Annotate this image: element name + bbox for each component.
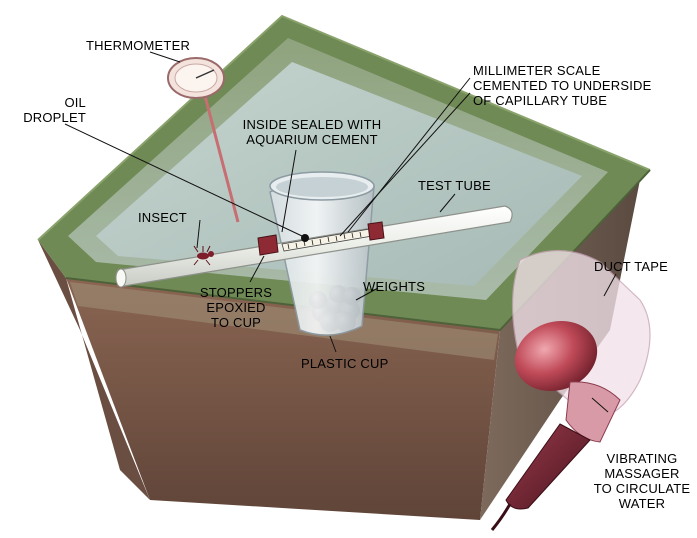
thermometer-needle — [195, 69, 215, 79]
leader-plastic-cup — [329, 335, 337, 353]
tank-left-wall — [38, 240, 150, 500]
label-millimeter-scale: MILLIMETER SCALE CEMENTED TO UNDERSIDE O… — [473, 63, 652, 108]
label-vibrating-line2: MASSAGER — [604, 466, 680, 481]
label-oil-droplet: OIL DROPLET — [22, 95, 86, 125]
stopper-left — [257, 234, 279, 256]
label-weights: WEIGHTS — [363, 279, 426, 294]
leader-insect — [196, 219, 201, 249]
rim-highlight — [37, 14, 651, 241]
leader-weights — [355, 287, 379, 301]
label-inside-sealed-line1: INSIDE SEALED WITH — [242, 117, 382, 132]
label-test-tube: TEST TUBE — [418, 178, 491, 193]
label-vibrating-massager: VIBRATING MASSAGER TO CIRCULATE WATER — [590, 451, 694, 511]
label-oil-droplet-line1: OIL — [64, 95, 86, 110]
massager-cord — [490, 503, 512, 531]
label-vibrating-line3: TO CIRCULATE — [593, 481, 691, 496]
leader-duct-tape — [603, 273, 617, 297]
label-inside-sealed-line2: AQUARIUM CEMENT — [246, 132, 378, 147]
leader-oil-droplet — [64, 123, 303, 237]
leader-test-tube — [439, 193, 456, 213]
leader-vibrating — [591, 397, 609, 413]
leader-thermometer — [149, 51, 181, 63]
thermometer-stem — [202, 91, 240, 223]
label-insect: INSECT — [138, 210, 187, 225]
label-millimeter-line3: OF CAPILLARY TUBE — [473, 93, 608, 108]
leader-inside-sealed — [281, 149, 297, 233]
label-millimeter-line1: MILLIMETER SCALE — [473, 63, 601, 78]
label-millimeter-line2: CEMENTED TO UNDERSIDE — [473, 78, 652, 93]
rim-shadow — [65, 169, 651, 332]
label-thermometer: THERMOMETER — [86, 38, 191, 53]
massager-handle — [505, 423, 591, 510]
label-vibrating-line1: VIBRATING — [606, 451, 678, 466]
oil-droplet — [301, 234, 309, 242]
leader-millimeter-2 — [339, 92, 471, 237]
massager-neck — [565, 381, 621, 443]
label-stoppers-line3: TO CUP — [210, 315, 262, 330]
massager-head — [514, 320, 598, 392]
label-duct-tape: DUCT TAPE — [594, 259, 669, 274]
label-vibrating-line4: WATER — [618, 496, 666, 511]
insect — [193, 245, 214, 266]
label-inside-sealed: INSIDE SEALED WITH AQUARIUM CEMENT — [226, 117, 398, 147]
stopper-right — [367, 221, 385, 241]
label-stoppers-line1: STOPPERS — [199, 285, 273, 300]
front-wall-water-band — [70, 282, 498, 360]
cup-inner — [276, 177, 368, 197]
label-stoppers: STOPPERS EPOXIED TO CUP — [186, 285, 286, 330]
label-plastic-cup: PLASTIC CUP — [301, 356, 389, 371]
label-oil-droplet-line2: DROPLET — [23, 110, 86, 125]
leader-lines — [64, 51, 617, 413]
leader-millimeter-1 — [347, 77, 471, 233]
label-stoppers-line2: EPOXIED — [206, 300, 266, 315]
leader-stoppers — [249, 255, 265, 283]
